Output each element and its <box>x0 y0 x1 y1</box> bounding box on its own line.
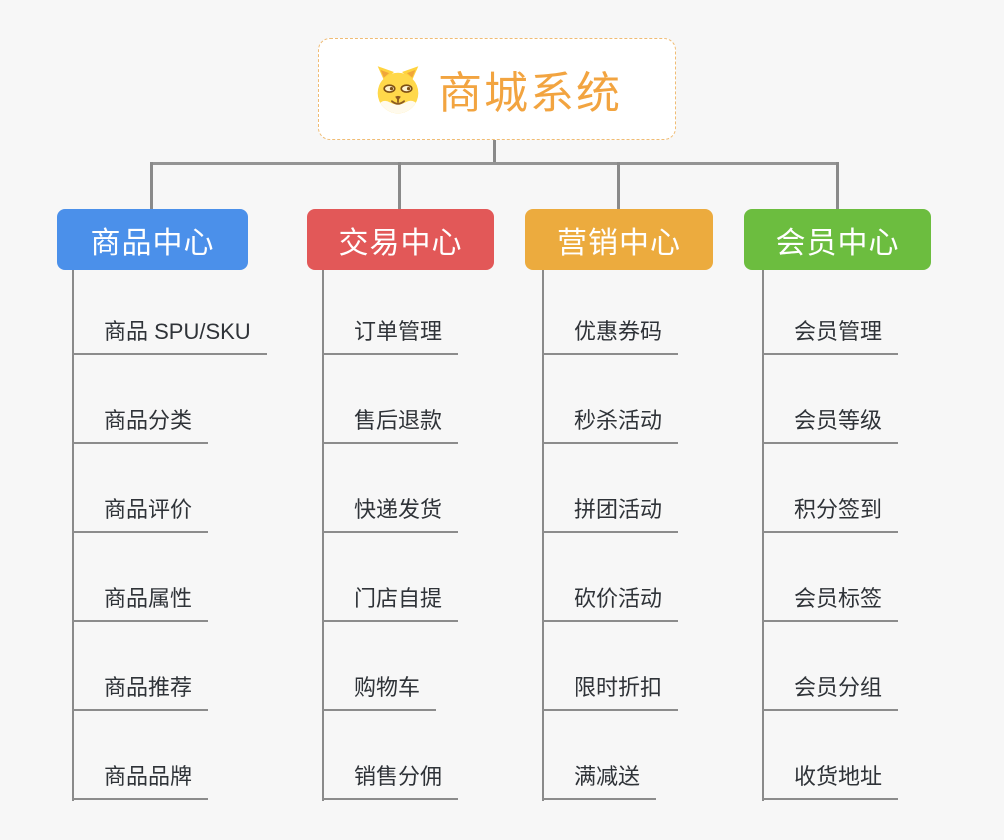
child-item-store-pickup[interactable]: 门店自提 <box>322 584 459 622</box>
child-item-points-checkin[interactable]: 积分签到 <box>762 495 899 533</box>
child-item-bargain-activity[interactable]: 砍价活动 <box>542 584 679 622</box>
child-item-sales-commission[interactable]: 销售分佣 <box>322 762 459 800</box>
child-item-flash-sale[interactable]: 秒杀活动 <box>542 406 679 444</box>
child-item-product-brand[interactable]: 商品品牌 <box>72 762 209 800</box>
branch-node-trade-center[interactable]: 交易中心 <box>307 209 494 270</box>
branch-drop-line <box>150 162 153 209</box>
child-item-shopping-cart[interactable]: 购物车 <box>322 673 437 711</box>
branch-node-product-center[interactable]: 商品中心 <box>57 209 248 270</box>
child-item-coupon-code[interactable]: 优惠券码 <box>542 317 679 355</box>
child-item-member-tag[interactable]: 会员标签 <box>762 584 899 622</box>
column-spine-line <box>322 270 324 801</box>
root-node-mall-system[interactable]: 商城系统 <box>318 38 676 140</box>
branch-drop-line <box>398 162 401 209</box>
child-item-product-review[interactable]: 商品评价 <box>72 495 209 533</box>
child-item-member-group[interactable]: 会员分组 <box>762 673 899 711</box>
child-item-aftersale-refund[interactable]: 售后退款 <box>322 406 459 444</box>
child-item-product-recommend[interactable]: 商品推荐 <box>72 673 209 711</box>
child-item-member-level[interactable]: 会员等级 <box>762 406 899 444</box>
child-item-product-spu-sku[interactable]: 商品 SPU/SKU <box>72 317 267 355</box>
branch-drop-line <box>836 162 839 209</box>
child-item-product-attribute[interactable]: 商品属性 <box>72 584 209 622</box>
child-item-product-category[interactable]: 商品分类 <box>72 406 209 444</box>
dog-face-icon <box>377 66 419 114</box>
column-spine-line <box>72 270 74 801</box>
child-item-order-management[interactable]: 订单管理 <box>322 317 459 355</box>
root-title: 商城系统 <box>438 69 622 118</box>
child-item-full-reduction[interactable]: 满减送 <box>542 762 657 800</box>
root-stem-line <box>493 140 496 164</box>
branch-node-marketing-center[interactable]: 营销中心 <box>525 209 713 270</box>
branch-drop-line <box>617 162 620 209</box>
child-item-group-buy[interactable]: 拼团活动 <box>542 495 679 533</box>
child-item-member-management[interactable]: 会员管理 <box>762 317 899 355</box>
child-item-limited-time-discount[interactable]: 限时折扣 <box>542 673 679 711</box>
child-item-express-delivery[interactable]: 快递发货 <box>322 495 459 533</box>
branch-horizontal-line <box>150 162 839 165</box>
branch-node-member-center[interactable]: 会员中心 <box>744 209 931 270</box>
child-item-shipping-address[interactable]: 收货地址 <box>762 762 899 800</box>
column-spine-line <box>762 270 764 801</box>
column-spine-line <box>542 270 544 801</box>
